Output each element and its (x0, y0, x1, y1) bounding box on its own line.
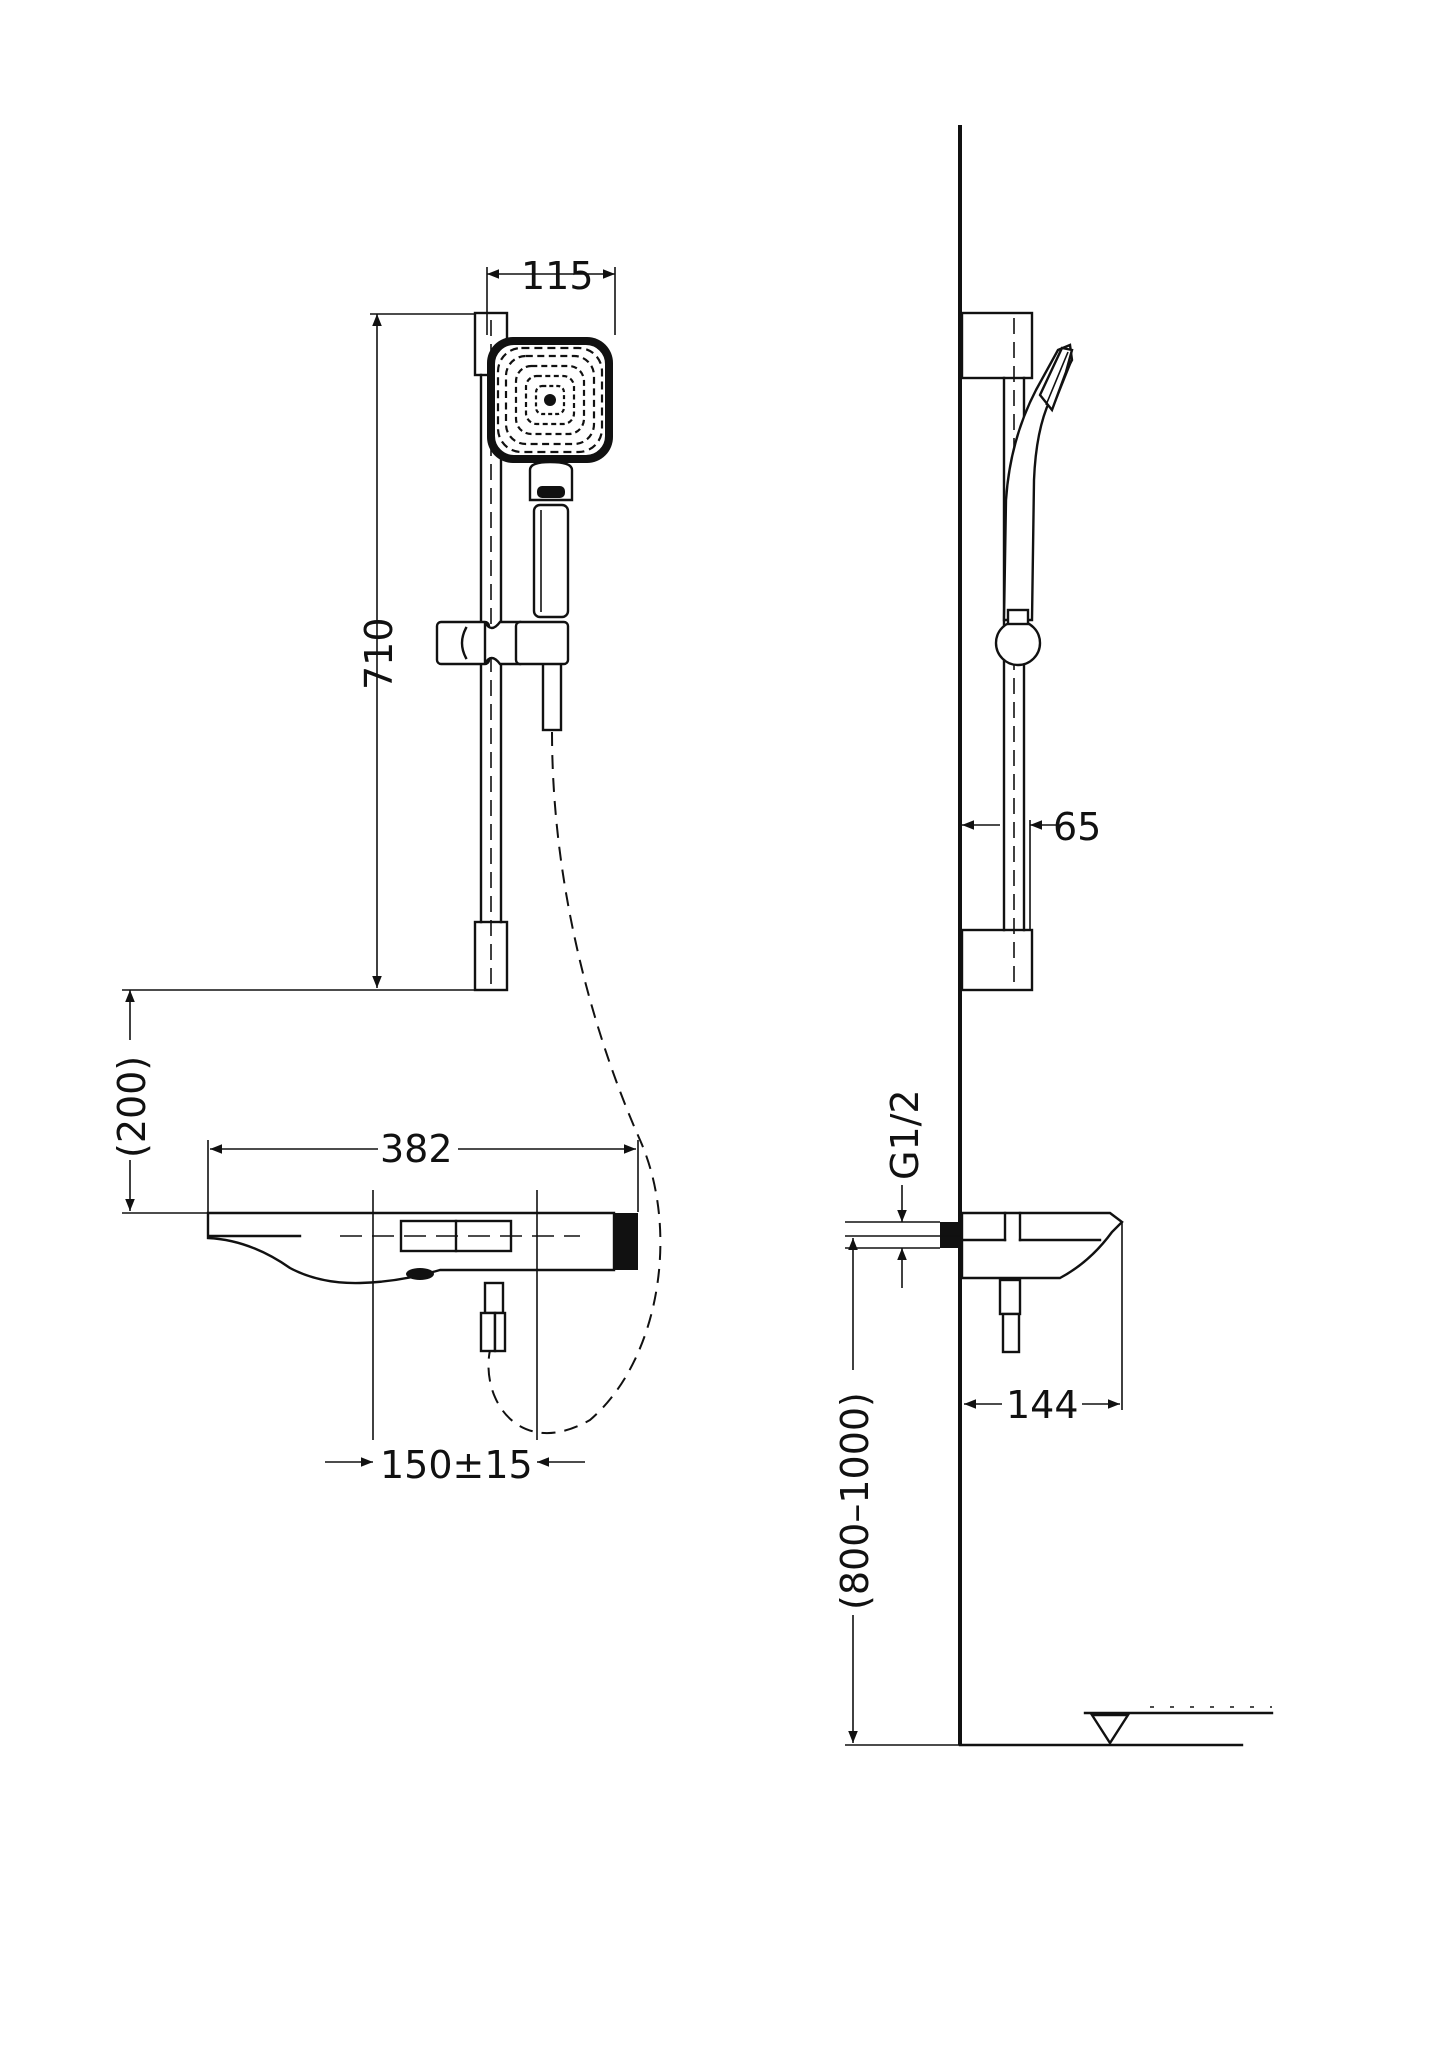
dim-mount-height: (800–1000) (832, 1235, 960, 1746)
dim-inlet-spacing: 150±15 (325, 1443, 585, 1487)
front-view: 115 710 (200) 382 150±15 (110, 254, 662, 1487)
dim-rail-height: 710 (357, 313, 475, 988)
nozzle-ring (524, 374, 576, 426)
label-offset-below-rail: (200) (110, 1056, 154, 1158)
label-rail-projection: 65 (1053, 805, 1101, 849)
label-inlet-spacing: 150±15 (380, 1443, 533, 1487)
dim-head-width: 115 (486, 254, 616, 335)
side-view: 65 G1/2 144 (800–1000) (832, 125, 1274, 1747)
nozzle-ring (534, 384, 566, 416)
dim-shelf-width: 382 (207, 1127, 639, 1212)
shelf-body (206, 1190, 638, 1440)
dim-offset-below-rail: (200) (110, 989, 475, 1214)
dim-rail-projection: 65 (962, 805, 1101, 849)
slider-holder (435, 620, 570, 666)
side-shelf (845, 1211, 1124, 1410)
label-thread: G1/2 (883, 1089, 927, 1180)
label-rail-height: 710 (357, 617, 401, 690)
label-mount-height: (800–1000) (833, 1392, 877, 1610)
dim-thread: G1/2 (883, 1089, 927, 1288)
nozzle-ring (496, 346, 604, 454)
label-shelf-depth: 144 (1006, 1383, 1079, 1427)
nozzle-ring (514, 364, 586, 436)
hose (487, 731, 662, 1434)
nozzle-ring (504, 354, 596, 446)
label-head-width: 115 (521, 254, 594, 298)
label-shelf-width: 382 (380, 1127, 453, 1171)
hand-shower-head (487, 337, 613, 732)
side-hand-shower (994, 343, 1074, 667)
floor-level (958, 1706, 1274, 1747)
dim-shelf-depth: 144 (964, 1383, 1120, 1427)
